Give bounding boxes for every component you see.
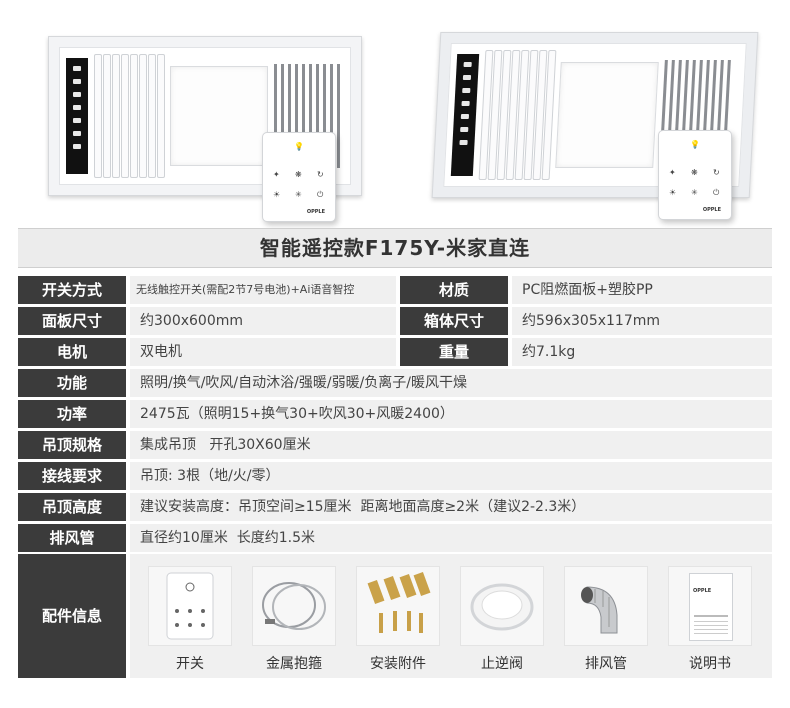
spec-value: 照明/换气/吹风/自动沐浴/强暖/弱暖/负离子/暖风干燥 <box>130 369 772 397</box>
control-display <box>66 58 88 174</box>
heat-icon: ☀ <box>669 188 677 197</box>
spec-label: 电机 <box>18 338 126 366</box>
spec-label: 功能 <box>18 369 126 397</box>
spec-row-power: 功率 2475瓦（照明15+换气30+吹风30+风暖2400） <box>18 400 772 428</box>
spec-label: 功率 <box>18 400 126 428</box>
accessory-label: 开关 <box>176 656 204 672</box>
spec-row-size: 面板尺寸 约300x600mm 箱体尺寸 约596x305x117mm <box>18 307 772 335</box>
exhaust-pipe-image <box>564 566 648 646</box>
wind-icon: ❋ <box>691 168 698 177</box>
bulb-icon: 💡 <box>294 142 304 151</box>
spec-label: 配件信息 <box>18 554 126 678</box>
fan-icon: ✦ <box>669 168 676 177</box>
switch-image <box>148 566 232 646</box>
control-display <box>450 54 480 176</box>
spec-label: 面板尺寸 <box>18 307 126 335</box>
swing-icon: ↻ <box>713 168 720 177</box>
spec-value: 无线触控开关(需配2节7号电池)+Ai语音智控 <box>130 276 396 304</box>
manual-image: OPPLE <box>668 566 752 646</box>
spec-row-exhaust: 排风管 直径约10厘米 长度约1.5米 <box>18 524 772 552</box>
accessory-label: 止逆阀 <box>481 656 523 672</box>
spec-value: 建议安装高度：吊顶空间≥15厘米 距离地面高度≥2米（建议2-2.3米） <box>130 493 772 521</box>
heater-panel <box>48 36 362 196</box>
fan-icon: ✦ <box>273 170 280 179</box>
manual-brand: OPPLE <box>693 588 712 594</box>
spec-label: 排风管 <box>18 524 126 552</box>
power-icon: ⏻ <box>713 188 720 197</box>
remote-brand: OPPLE <box>702 207 721 213</box>
spec-value: 约300x600mm <box>130 307 396 335</box>
remote-switch: 💡 ✦ ❋ ↻ ☀ ✳ ⏻ OPPLE <box>658 130 732 220</box>
dry-icon: ✳ <box>691 188 698 197</box>
bulb-icon: 💡 <box>690 140 700 149</box>
spec-row-ceiling-height: 吊顶高度 建议安装高度：吊顶空间≥15厘米 距离地面高度≥2米（建议2-2.3米… <box>18 493 772 521</box>
accessory-switch: 开关 <box>148 566 232 672</box>
spec-label: 箱体尺寸 <box>400 307 508 335</box>
accessory-label: 安装附件 <box>370 656 426 672</box>
spec-row-function: 功能 照明/换气/吹风/自动沐浴/强暖/弱暖/负离子/暖风干燥 <box>18 369 772 397</box>
light-panel <box>555 62 659 168</box>
clamp-image <box>252 566 336 646</box>
air-vanes <box>478 50 557 180</box>
spec-value: 双电机 <box>130 338 396 366</box>
spec-value: 约596x305x117mm <box>512 307 772 335</box>
vent-grille <box>274 64 344 168</box>
spec-row-switch: 开关方式 无线触控开关(需配2节7号电池)+Ai语音智控 材质 PC阻燃面板+塑… <box>18 276 772 304</box>
spec-label: 材质 <box>400 276 508 304</box>
spec-label: 吊顶高度 <box>18 493 126 521</box>
spec-label: 接线要求 <box>18 462 126 490</box>
accessory-label: 金属抱箍 <box>266 656 322 672</box>
check-valve-image <box>460 566 544 646</box>
spec-label: 开关方式 <box>18 276 126 304</box>
accessory-manual: OPPLE 说明书 <box>668 566 752 672</box>
dry-icon: ✳ <box>295 190 302 199</box>
remote-switch: 💡 ✦ ❋ ↻ ☀ ✳ ⏻ OPPLE <box>262 132 336 222</box>
light-panel <box>170 66 268 166</box>
air-vanes <box>94 54 165 178</box>
accessory-install-kit: 安装附件 <box>356 566 440 672</box>
accessory-label: 说明书 <box>689 656 731 672</box>
spec-row-ceiling-spec: 吊顶规格 集成吊顶 开孔30X60厘米 <box>18 431 772 459</box>
manual-cover: OPPLE <box>689 573 733 641</box>
accessory-exhaust-pipe: 排风管 <box>564 566 648 672</box>
swing-icon: ↻ <box>317 170 324 179</box>
wind-icon: ❋ <box>295 170 302 179</box>
accessory-label: 排风管 <box>585 656 627 672</box>
spec-value: 吊顶: 3根（地/火/零） <box>130 462 772 490</box>
product-image-angled: 💡 ✦ ❋ ↻ ☀ ✳ ⏻ OPPLE <box>430 22 760 220</box>
spec-value: 约7.1kg <box>512 338 772 366</box>
install-kit-image <box>356 566 440 646</box>
spec-label: 吊顶规格 <box>18 431 126 459</box>
heat-icon: ☀ <box>273 190 281 199</box>
product-image-front: 💡 ✦ ❋ ↻ ☀ ✳ ⏻ OPPLE <box>40 22 370 222</box>
spec-row-wiring: 接线要求 吊顶: 3根（地/火/零） <box>18 462 772 490</box>
accessory-metal-clamp: 金属抱箍 <box>252 566 336 672</box>
power-icon: ⏻ <box>317 190 324 199</box>
product-title: 智能遥控款F175Y-米家直连 <box>18 228 772 268</box>
spec-value: 集成吊顶 开孔30X60厘米 <box>130 431 772 459</box>
spec-label: 重量 <box>400 338 508 366</box>
spec-value: PC阻燃面板+塑胶PP <box>512 276 772 304</box>
spec-value: 2475瓦（照明15+换气30+吹风30+风暖2400） <box>130 400 772 428</box>
spec-row-motor: 电机 双电机 重量 约7.1kg <box>18 338 772 366</box>
accessory-check-valve: 止逆阀 <box>460 566 544 672</box>
remote-brand: OPPLE <box>306 209 325 215</box>
spec-value: 直径约10厘米 长度约1.5米 <box>130 524 772 552</box>
accessories-row: 配件信息 开关 金属抱箍 <box>18 554 772 678</box>
